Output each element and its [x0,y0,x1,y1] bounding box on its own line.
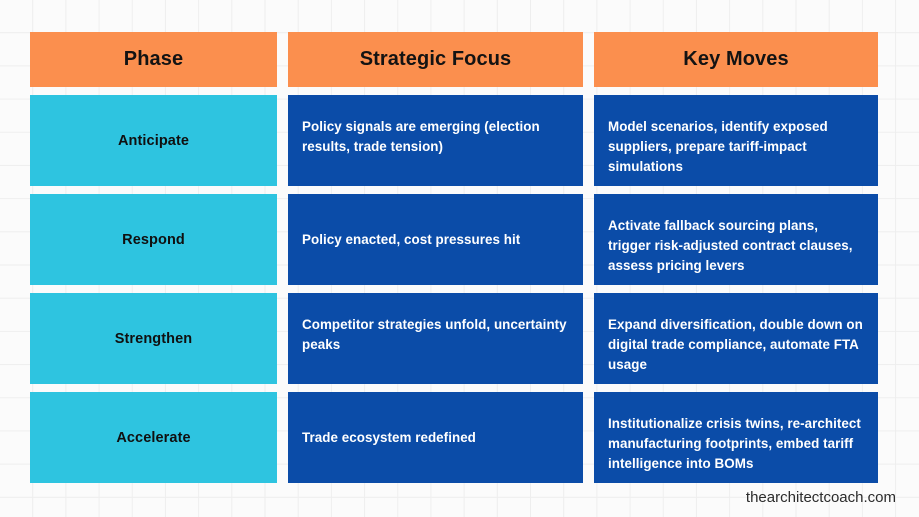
phase-cell-strengthen: Strengthen [30,293,277,384]
column-header-strategic-focus: Strategic Focus [288,32,583,87]
phase-label: Anticipate [117,132,190,149]
column-header-strategic-focus-label: Strategic Focus [359,48,512,70]
strategic-focus-cell-respond: Policy enacted, cost pressures hit [288,194,583,285]
key-moves-text: Institutionalize crisis twins, re-archit… [608,416,861,471]
strategic-focus-cell-strengthen: Competitor strategies unfold, uncertaint… [288,293,583,384]
key-moves-text: Activate fallback sourcing plans, trigge… [608,218,853,273]
key-moves-cell-respond: Activate fallback sourcing plans, trigge… [594,194,878,285]
strategic-focus-text: Trade ecosystem redefined [302,429,476,445]
column-header-phase: Phase [30,32,277,87]
column-header-key-moves: Key Moves [594,32,878,87]
strategy-matrix-table: Phase Strategic Focus Key Moves Anticipa… [30,32,878,483]
key-moves-cell-anticipate: Model scenarios, identify exposed suppli… [594,95,878,186]
table-row: Strengthen Competitor strategies unfold,… [30,293,878,384]
phase-label: Accelerate [116,429,191,446]
column-header-phase-label: Phase [123,48,184,70]
phase-cell-anticipate: Anticipate [30,95,277,186]
column-header-key-moves-label: Key Moves [683,48,789,70]
strategic-focus-cell-accelerate: Trade ecosystem redefined [288,392,583,483]
key-moves-text: Model scenarios, identify exposed suppli… [608,119,828,174]
key-moves-text: Expand diversification, double down on d… [608,317,863,372]
table-header-row: Phase Strategic Focus Key Moves [30,32,878,87]
phase-label: Strengthen [114,330,193,347]
footer-attribution-text: thearchitectcoach.com [745,489,896,506]
table-row: Anticipate Policy signals are emerging (… [30,95,878,186]
phase-label: Respond [122,231,185,248]
strategic-focus-text: Policy enacted, cost pressures hit [302,231,521,247]
strategic-focus-cell-anticipate: Policy signals are emerging (election re… [288,95,583,186]
table-row: Accelerate Trade ecosystem redefined Ins… [30,392,878,483]
phase-cell-accelerate: Accelerate [30,392,277,483]
phase-cell-respond: Respond [30,194,277,285]
strategic-focus-text: Policy signals are emerging (election re… [302,119,540,154]
table-row: Respond Policy enacted, cost pressures h… [30,194,878,285]
key-moves-cell-accelerate: Institutionalize crisis twins, re-archit… [594,392,878,483]
key-moves-cell-strengthen: Expand diversification, double down on d… [594,293,878,384]
footer-attribution: thearchitectcoach.com [746,489,896,507]
strategic-focus-text: Competitor strategies unfold, uncertaint… [302,317,567,352]
